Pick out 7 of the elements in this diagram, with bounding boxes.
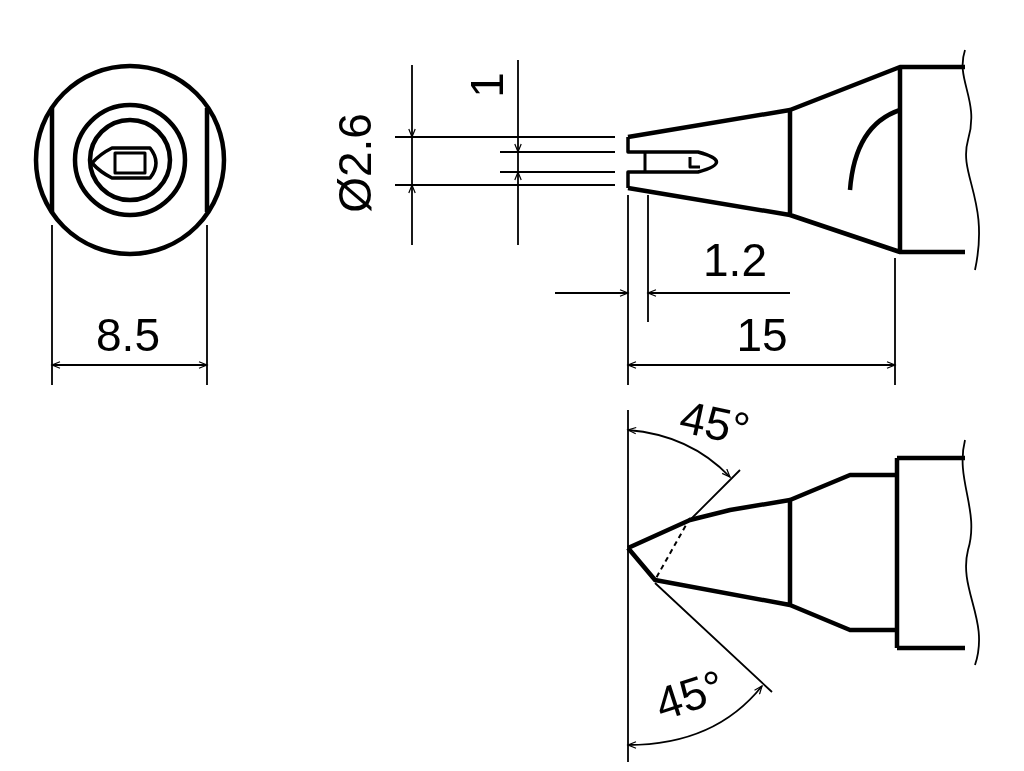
dimension-label: 45° [649,662,731,728]
dimension-label: 8.5 [96,312,160,358]
dimension-label: 45° [676,393,754,453]
dimension-label: Ø2.6 [332,113,378,213]
dimension-label: 1.2 [703,237,767,283]
dimension-label: 1 [464,72,510,98]
dimension-label: 15 [736,312,788,358]
